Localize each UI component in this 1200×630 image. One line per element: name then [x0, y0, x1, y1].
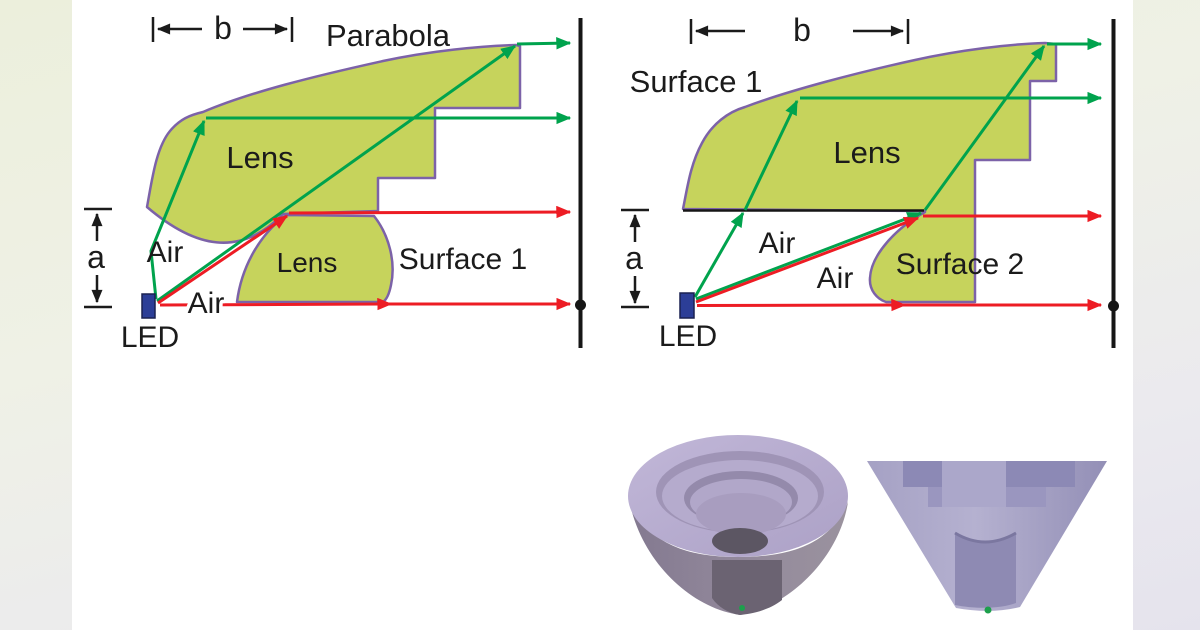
left-air-upper-label: Air — [147, 236, 184, 269]
render-front-silhouette — [867, 461, 1107, 611]
left-led-chip — [141, 293, 156, 319]
left-diagram: b a Parabola Lens Lens Air Air Surface 1… — [84, 10, 586, 354]
render-cone-body — [629, 499, 848, 615]
right-lens-shape — [681, 41, 1058, 304]
left-lens-upper-shape — [145, 43, 522, 244]
render-front-led-dot — [984, 606, 992, 614]
left-ray-green-diagonal — [156, 44, 517, 303]
left-ray-green-diagonal-exit — [516, 37, 572, 50]
render-center-bore — [712, 528, 768, 554]
right-ray-green-steep-inside — [743, 99, 799, 211]
right-ray-red-diagonal — [695, 216, 920, 304]
left-led-label: LED — [121, 321, 179, 354]
right-air-upper-label: Air — [759, 227, 796, 260]
right-dim-a-label: a — [625, 240, 643, 276]
left-ray-green-steep — [149, 119, 206, 300]
left-ray-red-axis-a — [159, 297, 393, 311]
right-dimension-a — [621, 208, 649, 309]
render-bottom-notch — [712, 560, 782, 615]
render-front-bore-arch — [954, 531, 1017, 544]
render-throat-slope — [696, 493, 786, 535]
left-dim-a-label: a — [87, 239, 105, 275]
right-led-chip — [679, 292, 695, 319]
left-lens-upper-label: Lens — [226, 140, 293, 175]
left-ray-red-diagonal — [157, 214, 289, 305]
left-air-lower-label: Air — [188, 287, 225, 320]
right-ray-green-steep — [693, 211, 745, 298]
right-ray-green-diagonal-inside — [923, 44, 1046, 211]
right-led-label: LED — [659, 320, 717, 353]
right-ray-green-diagonal — [695, 211, 923, 301]
left-lens-lower-label: Lens — [277, 247, 338, 278]
lens-3d-render-front — [867, 461, 1107, 614]
right-surface2-label: Surface 2 — [896, 248, 1024, 281]
right-ray-red-axis-a — [696, 298, 907, 312]
render-front-center-column — [942, 461, 1006, 507]
right-diagram: b a Surface 1 Lens Air Air Surface 2 LED — [621, 12, 1119, 353]
right-dim-b-label: b — [793, 12, 811, 48]
left-surface1-label: Surface 1 — [399, 243, 527, 276]
right-focus-dot — [1108, 300, 1119, 312]
render-front-bore-slot — [955, 533, 1016, 608]
right-surface1-label: Surface 1 — [630, 64, 763, 99]
render-led-dot — [739, 605, 745, 611]
left-focus-dot — [575, 299, 586, 311]
right-lens-label: Lens — [833, 135, 900, 170]
lens-3d-render-perspective — [628, 435, 848, 615]
right-dimension-b — [689, 19, 910, 44]
right-air-lower-label: Air — [817, 262, 854, 295]
left-dim-b-label: b — [214, 10, 232, 46]
left-parabola-label: Parabola — [326, 18, 451, 53]
left-dimension-b — [151, 17, 294, 42]
left-ray-red-diagonal-exit — [288, 205, 572, 219]
left-dimension-a — [84, 207, 112, 309]
